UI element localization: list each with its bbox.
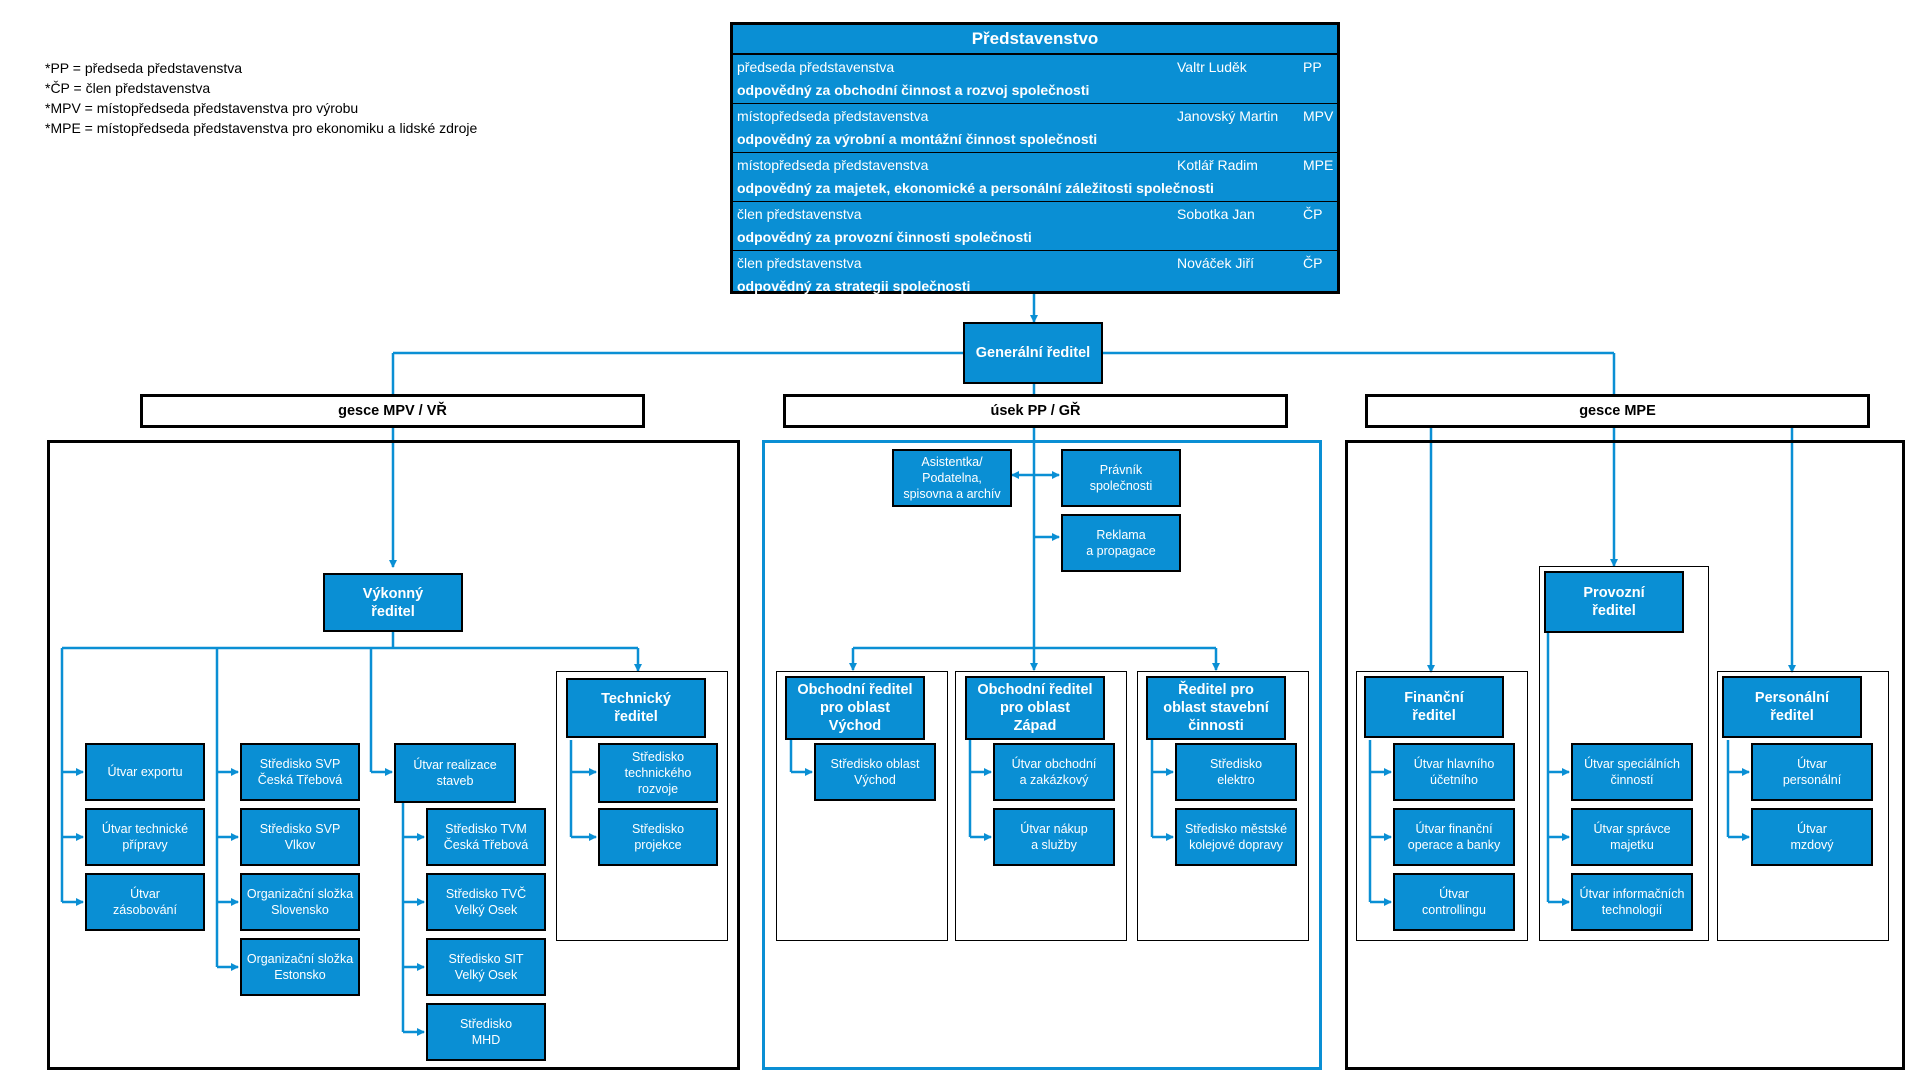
unit-box: Útvar technické přípravy — [85, 808, 205, 866]
exec-director-box: Výkonný ředitel — [323, 573, 463, 632]
board-member-row: místopředseda představenstva Janovský Ma… — [733, 104, 1337, 153]
section-bar-right: gesce MPE — [1365, 394, 1870, 428]
member-abbr: MPV — [1303, 108, 1334, 124]
section-frame-right — [1345, 440, 1905, 1070]
construction-director-box: Ředitel pro oblast stavební činnosti — [1146, 676, 1286, 740]
member-name: Nováček Jiří — [1177, 255, 1255, 271]
unit-box: Útvar mzdový — [1751, 808, 1873, 866]
member-role: předseda představenstva — [737, 59, 895, 75]
unit-box: Útvar nákup a služby — [993, 808, 1115, 866]
unit-box: Útvar exportu — [85, 743, 205, 801]
unit-box: Útvar obchodní a zakázkový — [993, 743, 1115, 801]
subframe-operations — [1539, 566, 1709, 941]
unit-box: Středisko technického rozvoje — [598, 743, 718, 803]
subframe-finance — [1356, 671, 1528, 941]
board-title: Představenstvo — [733, 25, 1337, 55]
unit-box: Útvar speciálních činností — [1571, 743, 1693, 801]
unit-box: Středisko SVP Česká Třebová — [240, 743, 360, 801]
subframe-build — [1137, 671, 1309, 941]
unit-box: Útvar informačních technologií — [1571, 873, 1693, 931]
unit-box: Středisko TVČ Velký Osek — [426, 873, 546, 931]
unit-box: Středisko elektro — [1175, 743, 1297, 801]
unit-box: Středisko městské kolejové dopravy — [1175, 808, 1297, 866]
board-member-row: místopředseda představenstva Kotlář Radi… — [733, 153, 1337, 202]
hr-director-box: Personální ředitel — [1722, 676, 1862, 738]
ceo-box: Generální ředitel — [963, 322, 1103, 384]
member-name: Sobotka Jan — [1177, 206, 1255, 222]
unit-box: Organizační složka Estonsko — [240, 938, 360, 996]
member-role: místopředseda představenstva — [737, 108, 929, 124]
finance-director-box: Finanční ředitel — [1364, 676, 1504, 738]
board-member-row: člen představenstva Sobotka Jan ČP odpov… — [733, 202, 1337, 251]
unit-box: Útvar personální — [1751, 743, 1873, 801]
unit-box: Středisko SIT Velký Osek — [426, 938, 546, 996]
subframe-east — [776, 671, 948, 941]
subframe-hr — [1717, 671, 1889, 941]
board-member-row: předseda představenstva Valtr Luděk PP o… — [733, 55, 1337, 104]
member-abbr: ČP — [1303, 255, 1323, 271]
unit-box: Útvar realizace staveb — [394, 743, 516, 803]
technical-director-box: Technický ředitel — [566, 678, 706, 738]
member-role: člen představenstva — [737, 206, 862, 222]
member-abbr: MPE — [1303, 157, 1334, 173]
sales-west-director-box: Obchodní ředitel pro oblast Západ — [965, 676, 1105, 740]
lawyer-box: Právník společnosti — [1061, 449, 1181, 507]
member-responsibility: odpovědný za strategii společnosti — [737, 278, 971, 294]
section-bar-left: gesce MPV / VŘ — [140, 394, 645, 428]
member-role: člen představenstva — [737, 255, 862, 271]
legend: *PP = předseda představenstva *ČP = člen… — [45, 58, 477, 138]
unit-box: Útvar zásobování — [85, 873, 205, 931]
section-bar-mid: úsek PP / GŘ — [783, 394, 1288, 428]
legend-item: *MPE = místopředseda představenstva pro … — [45, 120, 478, 136]
unit-box: Středisko MHD — [426, 1003, 546, 1061]
member-abbr: PP — [1303, 59, 1322, 75]
legend-item: *MPV = místopředseda představenstva pro … — [45, 100, 359, 116]
unit-box: Útvar správce majetku — [1571, 808, 1693, 866]
member-responsibility: odpovědný za majetek, ekonomické a perso… — [737, 180, 1214, 196]
member-name: Valtr Luděk — [1177, 59, 1247, 75]
board-table: Představenstvo předseda představenstva V… — [730, 22, 1340, 294]
board-member-row: člen představenstva Nováček Jiří ČP odpo… — [733, 251, 1337, 299]
sales-east-director-box: Obchodní ředitel pro oblast Východ — [785, 676, 925, 740]
operations-director-box: Provozní ředitel — [1544, 571, 1684, 633]
section-frame-mid — [762, 440, 1322, 1070]
unit-box: Středisko TVM Česká Třebová — [426, 808, 546, 866]
unit-box: Útvar finanční operace a banky — [1393, 808, 1515, 866]
section-frame-left — [47, 440, 740, 1070]
unit-box: Organizační složka Slovensko — [240, 873, 360, 931]
member-name: Kotlář Radim — [1177, 157, 1258, 173]
ads-box: Reklama a propagace — [1061, 514, 1181, 572]
member-responsibility: odpovědný za provozní činnosti společnos… — [737, 229, 1032, 245]
member-responsibility: odpovědný za výrobní a montážní činnost … — [737, 131, 1098, 147]
unit-box: Útvar controllingu — [1393, 873, 1515, 931]
assistant-box: Asistentka/ Podatelna, spisovna a archív — [892, 449, 1012, 507]
unit-box: Středisko SVP Vlkov — [240, 808, 360, 866]
unit-box: Středisko projekce — [598, 808, 718, 866]
member-name: Janovský Martin — [1177, 108, 1279, 124]
legend-item: *PP = předseda představenstva — [45, 60, 243, 76]
subframe-technical — [556, 671, 728, 941]
member-responsibility: odpovědný za obchodní činnost a rozvoj s… — [737, 82, 1090, 98]
unit-box: Středisko oblast Východ — [814, 743, 936, 801]
legend-item: *ČP = člen představenstva — [45, 80, 211, 96]
member-role: místopředseda představenstva — [737, 157, 929, 173]
subframe-west — [955, 671, 1127, 941]
member-abbr: ČP — [1303, 206, 1323, 222]
unit-box: Útvar hlavního účetního — [1393, 743, 1515, 801]
